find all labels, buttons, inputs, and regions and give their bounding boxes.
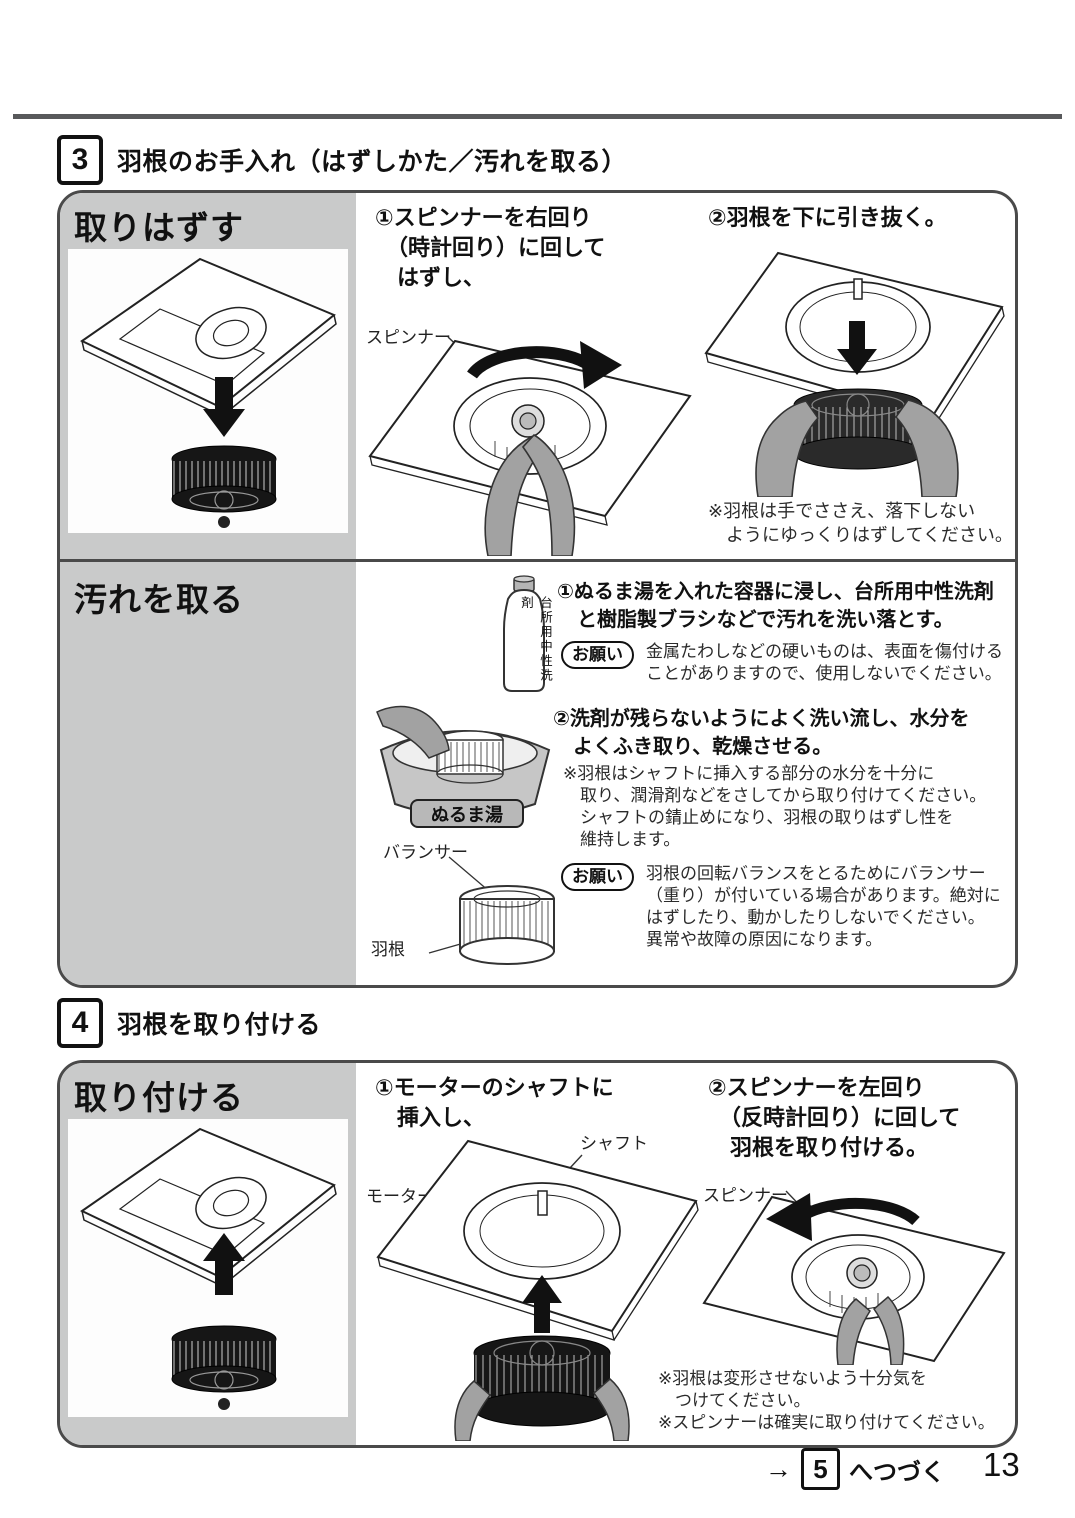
insert-blade-icon: [376, 1139, 699, 1441]
footer-continue: → 5 へつづく: [765, 1448, 945, 1490]
right-hand-icon: [592, 1378, 630, 1441]
section3-number-box: 3: [57, 135, 103, 185]
fan-unit-attach-icon: [80, 1127, 337, 1410]
remove-step1-heading: ①スピンナーを右回り （時計回り）に回して はずし、: [375, 205, 606, 290]
blade-label: 羽根: [371, 940, 405, 959]
attach-notes: ※羽根は変形させないよう十分気を つけてください。 ※スピンナーは確実に取り付け…: [658, 1369, 995, 1432]
top-rule: [13, 114, 1062, 119]
blade-pull-icon: [704, 251, 1005, 497]
section4-header: 4 羽根を取り付ける: [57, 998, 321, 1048]
left-hand-icon: [484, 435, 544, 556]
down-arrow-icon: [203, 377, 245, 437]
clean-step2-heading: ②洗剤が残らないようによく洗い流し、水分を よくふき取り、乾燥させる。: [553, 708, 970, 758]
fan-blade-icon: [428, 856, 555, 965]
clean-request2: お願い 羽根の回転バランスをとるためにバランサー （重り）が付いている場合があり…: [561, 863, 1015, 951]
fan-unit-remove-icon: [80, 257, 337, 528]
attach-overview-illustration: [68, 1119, 348, 1417]
attach-panel-title: 取り付ける: [74, 1079, 244, 1116]
right-hand-icon: [521, 433, 576, 556]
next-step-number-box: 5: [801, 1448, 840, 1490]
washing-hand-icon: [376, 705, 450, 759]
page-number: 13: [983, 1446, 1020, 1483]
remove-step2-illustration: [700, 235, 1015, 497]
onegai-badge: お願い: [561, 863, 634, 891]
motor-label: モーター: [366, 1187, 434, 1206]
detergent-bottle-illustration: 台所用中性洗剤: [498, 575, 552, 695]
up-arrow-icon: [522, 1275, 562, 1333]
continue-arrow-icon: →: [765, 1453, 792, 1484]
counterclockwise-arrow-icon: [766, 1193, 920, 1241]
blade-balancer-illustration: [415, 851, 565, 979]
section3-header: 3 羽根のお手入れ（はずしかた／汚れを取る）: [57, 135, 627, 185]
section4-title: 羽根を取り付ける: [117, 1011, 322, 1039]
clean-step1-heading: ①ぬるま湯を入れた容器に浸し、台所用中性洗剤 と樹脂製ブラシなどで汚れを洗い落と…: [557, 581, 994, 631]
continue-text: へつづく: [849, 1458, 945, 1486]
clean-step2-note: ※羽根はシャフトに挿入する部分の水分を十分に 取り、潤滑剤などをさしてから取り付…: [563, 764, 987, 849]
warm-water-label: ぬるま湯: [431, 804, 503, 825]
remove-step1-illustration: [360, 311, 705, 556]
attach-step1-illustration: [360, 1119, 708, 1441]
left-hand-icon: [755, 400, 820, 497]
clean-request1: お願い 金属たわしなどの硬いものは、表面を傷付ける ことがありますので、使用しな…: [561, 641, 1015, 685]
spinner-nut-icon: [218, 516, 230, 528]
attach-step1-heading: ①モーターのシャフトに 挿入し、: [375, 1075, 614, 1130]
remove-step2-heading: ②羽根を下に引き抜く。: [708, 205, 947, 230]
clean-request2-text: 羽根の回転バランスをとるためにバランサー （重り）が付いている場合があります。絶…: [646, 864, 1001, 949]
left-hand-icon: [836, 1298, 871, 1365]
left-hand-icon: [454, 1380, 492, 1441]
section4-number-box: 4: [57, 998, 103, 1048]
shaft-pin-icon: [853, 278, 863, 300]
balancer-label: バランサー: [383, 843, 468, 862]
right-hand-icon: [894, 399, 959, 497]
shaft-label: シャフト: [580, 1134, 648, 1153]
remove-panel-title: 取りはずす: [74, 209, 244, 246]
spinner-label-attach: スピンナー: [703, 1186, 788, 1205]
spinner-label: スピンナー: [366, 328, 451, 347]
up-arrow-icon: [203, 1233, 245, 1295]
clean-request1-text: 金属たわしなどの硬いものは、表面を傷付ける ことがありますので、使用しないでくだ…: [646, 642, 1003, 683]
onegai-badge: お願い: [561, 641, 634, 669]
attach-step2-heading: ②スピンナーを左回り （反時計回り）に回して 羽根を取り付ける。: [708, 1075, 961, 1160]
detergent-bottle-icon: [503, 575, 545, 692]
wash-illustration: ぬるま湯: [373, 698, 558, 833]
bottle-label: 台所用中性洗剤: [519, 596, 552, 683]
attach-panel: 取り付ける ①モーターのシャフトに 挿入し: [57, 1060, 1018, 1448]
wash-basin-icon: [376, 705, 551, 828]
spin-attach-icon: [702, 1190, 1006, 1365]
panel1-row-divider: [60, 559, 1015, 562]
attach-step2-illustration: [700, 1165, 1015, 1365]
remove-overview-illustration: [68, 249, 348, 533]
right-hand-icon: [872, 1295, 905, 1365]
clean-panel-title: 汚れを取る: [74, 581, 244, 618]
maintenance-panel: 取りはずす ①スピンナーを右回り （時計回: [57, 190, 1018, 988]
shaft-pin-icon: [537, 1190, 548, 1216]
clockwise-arrow-icon: [467, 341, 622, 389]
spin-remove-icon: [368, 336, 692, 556]
remove-note: ※羽根は手でささえ、落下しない ようにゆっくりはずしてください。: [708, 501, 1013, 545]
down-arrow-icon: [837, 321, 877, 375]
section3-title: 羽根のお手入れ（はずしかた／汚れを取る）: [117, 148, 628, 176]
spinner-nut-icon: [218, 1398, 230, 1410]
